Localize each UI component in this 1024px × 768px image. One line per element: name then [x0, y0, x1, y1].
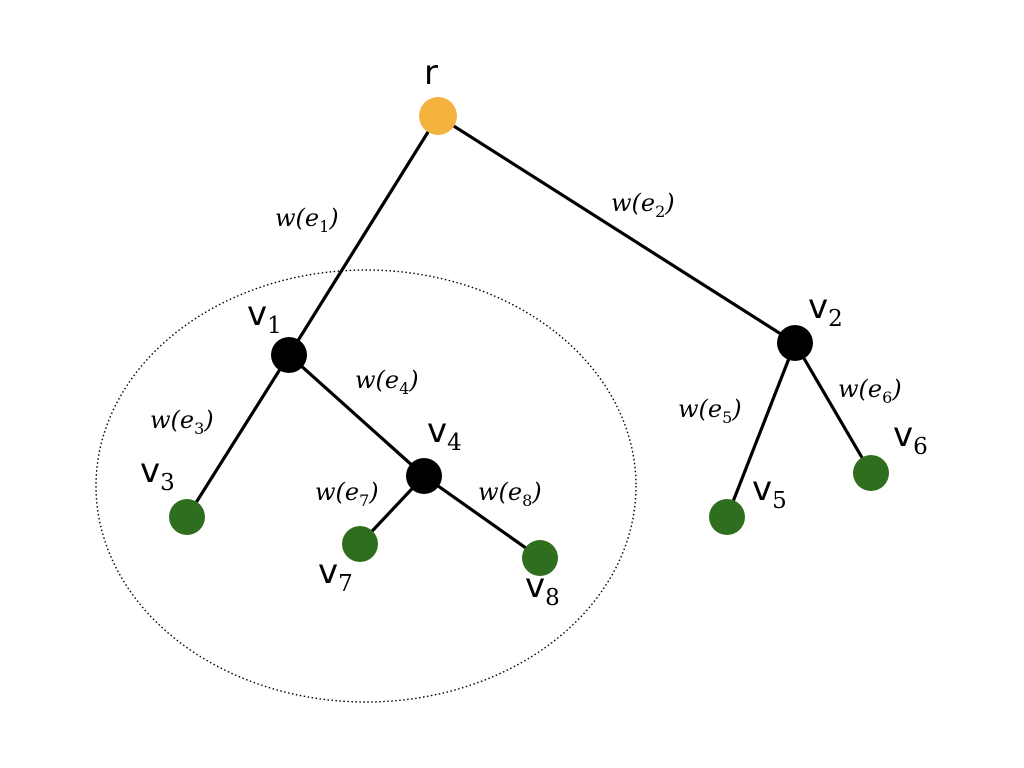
node-sub-v2: 2 [828, 306, 843, 332]
edge-e4 [287, 353, 426, 478]
edge-label-e1: w(e1) [275, 204, 339, 236]
node-label-v8: v8 [525, 566, 560, 611]
node-label-v4: v4 [427, 411, 462, 456]
node-label-v6: v6 [893, 415, 928, 460]
edge-e6 [793, 341, 873, 475]
node-r [419, 97, 457, 135]
node-sub-v5: 5 [772, 488, 787, 514]
node-label-v2: v2 [808, 287, 843, 332]
node-v7 [342, 526, 378, 562]
edge-e8 [422, 474, 542, 560]
edge-label-e4: w(e4) [355, 366, 419, 398]
edge-label-e2: w(e2) [611, 189, 675, 221]
node-sub-v6: 6 [913, 434, 928, 460]
node-v5 [709, 499, 745, 535]
node-sub-v8: 8 [545, 585, 560, 611]
node-v3 [169, 499, 205, 535]
node-sub-v4: 4 [447, 430, 462, 456]
node-v1 [271, 337, 307, 373]
edge-e2 [436, 114, 797, 345]
node-label-v5: v5 [752, 469, 787, 514]
node-label-r: r [424, 53, 438, 93]
edge-e3 [185, 353, 291, 519]
node-label-v7: v7 [318, 552, 353, 597]
edge-e1 [287, 114, 440, 357]
node-sub-v1: 1 [267, 313, 282, 339]
node-label-v1: v1 [247, 294, 282, 339]
edge-label-e7: w(e7) [315, 478, 379, 510]
edge-label-e8: w(e8) [478, 478, 542, 510]
node-v2 [777, 325, 813, 361]
edge-label-e6: w(e6) [838, 375, 902, 407]
edge-label-e5: w(e5) [678, 395, 742, 427]
node-v4 [406, 458, 442, 494]
node-v6 [853, 455, 889, 491]
node-sub-v7: 7 [338, 571, 353, 597]
edge-e5 [725, 341, 797, 519]
subtree-ellipse [95, 269, 637, 703]
node-sub-v3: 3 [160, 470, 175, 496]
node-v8 [522, 540, 558, 576]
edge-label-e3: w(e3) [150, 406, 214, 438]
node-label-v3: v3 [140, 451, 175, 496]
